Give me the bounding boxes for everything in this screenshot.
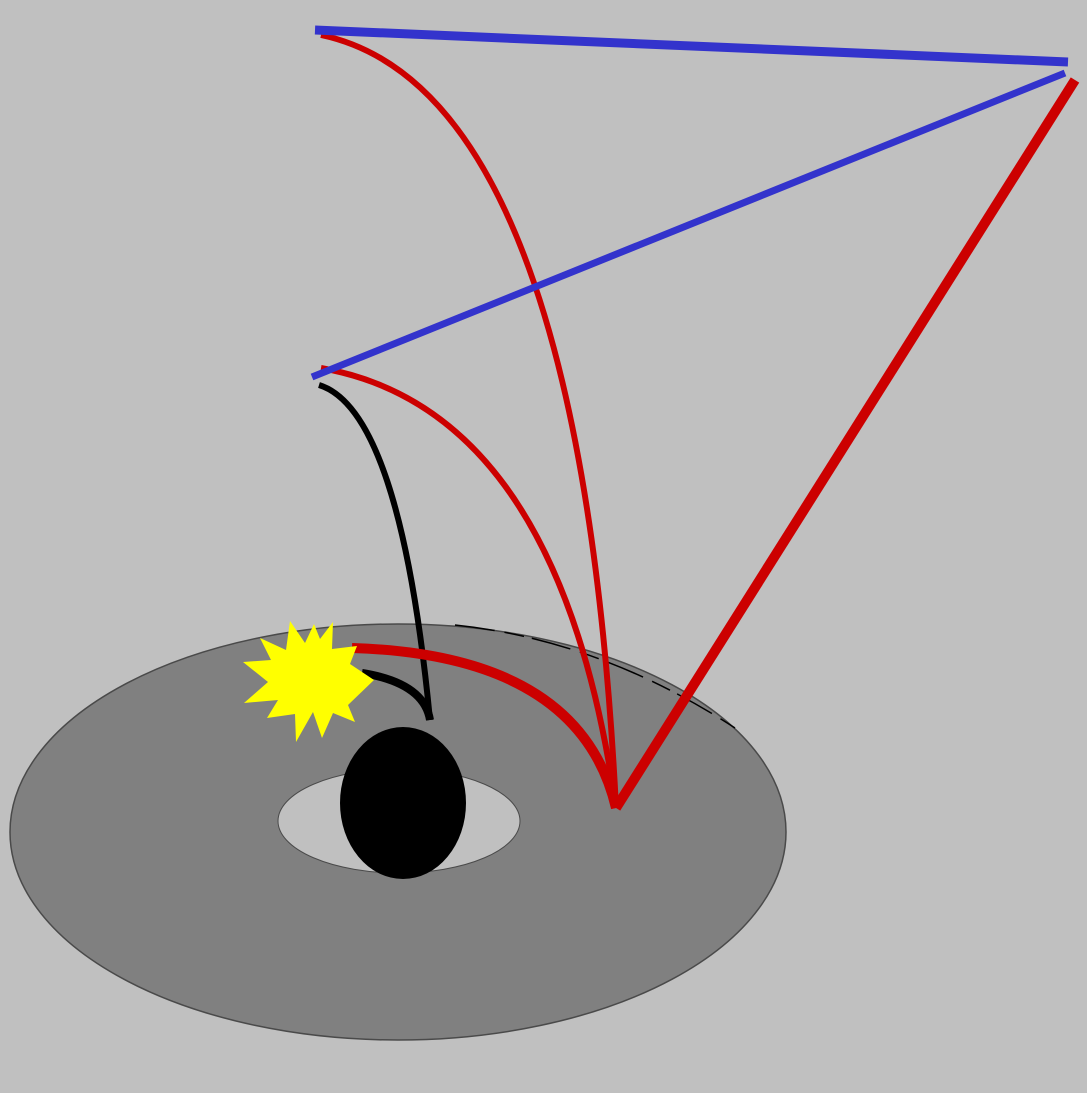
- light-path-thick-disk: [351, 643, 621, 810]
- black-hole-icon: [340, 727, 466, 879]
- dark-path-upper: [318, 382, 433, 721]
- disk-rim-dash: [454, 624, 736, 729]
- observer-line-top: [314, 25, 1069, 67]
- light-path-to-top-observer: [320, 32, 619, 809]
- light-path-straight: [611, 77, 1080, 811]
- observer-line-diagonal: [310, 69, 1067, 381]
- yellow-starburst-icon: [243, 621, 374, 742]
- light-path-to-upper-observer: [320, 365, 619, 809]
